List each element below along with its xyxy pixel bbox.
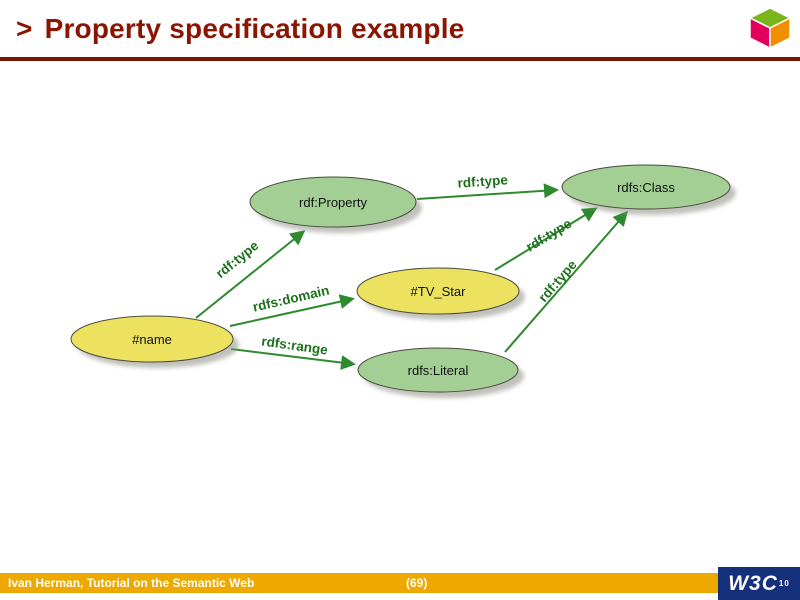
edge-label: rdf:type — [213, 238, 262, 282]
node-tv-star: #TV_Star — [356, 267, 525, 320]
title-marker: > — [16, 13, 33, 44]
node-rdfs-literal: rdfs:Literal — [357, 347, 524, 398]
edge-label: rdfs:domain — [251, 283, 330, 315]
node-ellipse — [249, 176, 417, 228]
node-ellipse — [356, 267, 520, 315]
node-ellipse — [357, 347, 519, 393]
node-name: #name — [70, 315, 239, 368]
edge-name-to-rdfproperty — [195, 230, 306, 319]
w3c-logo-mark: 10 — [778, 579, 790, 588]
cube-logo — [748, 7, 792, 50]
header-rule — [0, 57, 800, 61]
node-label: rdfs:Class — [617, 180, 675, 195]
edge-label: rdf:type — [535, 257, 580, 305]
node-ellipse — [561, 164, 731, 210]
node-label: rdfs:Literal — [408, 363, 469, 378]
node-label: #name — [132, 332, 172, 347]
edge-label: rdf:type — [523, 216, 574, 255]
w3c-logo-text: W3C — [728, 571, 778, 595]
footer-credit: Ivan Herman, Tutorial on the Semantic We… — [8, 576, 255, 590]
edge-literal-to-rdfsclass — [504, 210, 628, 353]
edge-rdfproperty-to-rdfsclass — [416, 183, 559, 200]
edge-name-to-tvstar — [229, 294, 355, 327]
edge-tvstar-to-rdfsclass — [494, 207, 598, 271]
title-text: Property specification example — [44, 13, 465, 44]
node-ellipse — [70, 315, 234, 363]
page-number: (69) — [406, 576, 428, 590]
node-label: #TV_Star — [411, 284, 467, 299]
footer-bar: Ivan Herman, Tutorial on the Semantic We… — [0, 573, 800, 593]
edge-name-to-literal — [230, 348, 356, 370]
page-title: > Property specification example — [16, 13, 465, 45]
edges — [195, 183, 628, 370]
cube-right-face — [769, 16, 791, 50]
node-label: rdf:Property — [299, 195, 367, 210]
edge-label: rdf:type — [457, 172, 509, 191]
node-rdfs-class: rdfs:Class — [561, 164, 736, 215]
node-rdf-property: rdf:Property — [249, 176, 422, 233]
